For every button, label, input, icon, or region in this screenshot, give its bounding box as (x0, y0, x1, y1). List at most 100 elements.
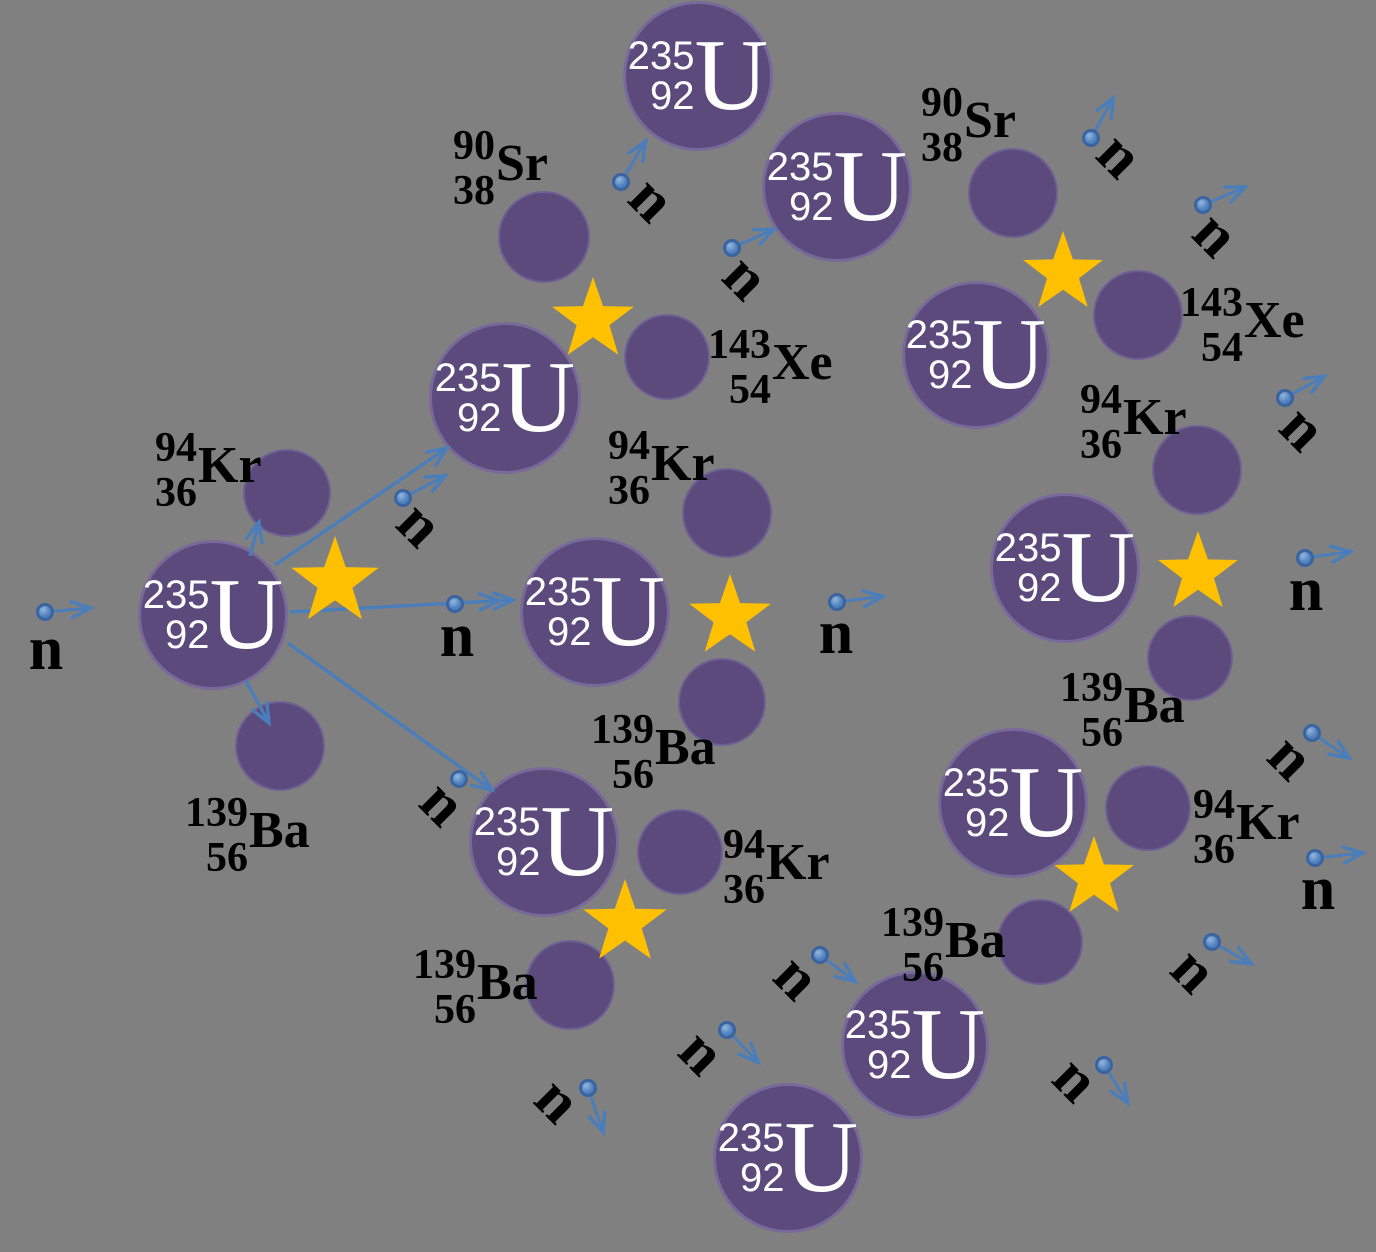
mass-number: 235 (766, 145, 834, 189)
element-symbol: U (540, 785, 615, 899)
atomic-number: 92 (650, 74, 695, 118)
element-symbol: Kr (766, 834, 830, 891)
neutron-label: n (1288, 556, 1324, 624)
neutron-label: n (1300, 855, 1336, 923)
atomic-number: 36 (1193, 826, 1235, 873)
neutron-particle (723, 239, 741, 257)
mass-number: 94 (608, 423, 650, 469)
mass-number: 139 (881, 900, 944, 946)
neutron-particle (1194, 196, 1212, 214)
element-symbol: Kr (1236, 794, 1300, 851)
neutron-label: n (665, 1015, 739, 1089)
atomic-number: 92 (496, 840, 541, 884)
element-symbol: Ba (477, 954, 538, 1011)
element-symbol: U (209, 558, 284, 672)
neutron-particle (1296, 549, 1314, 567)
element-symbol: Kr (1123, 389, 1187, 446)
neutron-particle (1203, 933, 1221, 951)
atomic-number: 92 (928, 353, 973, 397)
mass-number: 139 (185, 790, 248, 836)
mass-number: 235 (717, 1116, 785, 1160)
neutron-particle (612, 173, 630, 191)
atomic-number: 56 (1081, 709, 1123, 756)
neutron-label: n (28, 615, 64, 683)
element-symbol: U (1061, 511, 1136, 625)
atomic-number: 92 (457, 396, 502, 440)
element-symbol: Kr (198, 437, 262, 494)
mass-number: 94 (1080, 377, 1122, 423)
neutron-label: n (406, 766, 480, 840)
element-symbol: U (972, 298, 1047, 412)
element-symbol: Ba (249, 802, 310, 859)
atomic-number: 38 (921, 124, 963, 171)
mass-number: 90 (921, 80, 963, 126)
neutron-particle (1095, 1056, 1113, 1074)
mass-number: 235 (627, 34, 695, 78)
atomic-number: 56 (902, 944, 944, 991)
element-symbol: Sr (496, 135, 548, 192)
neutron-particle (1276, 389, 1294, 407)
neutron-particle (718, 1021, 736, 1039)
element-symbol: Kr (651, 435, 715, 492)
element-symbol: U (591, 555, 666, 669)
neutron-particle (828, 593, 846, 611)
element-symbol: Xe (1244, 292, 1305, 349)
mass-number: 235 (905, 313, 973, 357)
sr-fragment-circle (498, 191, 590, 283)
mass-number: 94 (1193, 782, 1235, 828)
element-symbol: U (694, 19, 769, 133)
mass-number: 235 (524, 570, 592, 614)
sr-fragment-circle (968, 148, 1058, 238)
atomic-number: 56 (206, 834, 248, 881)
mass-number: 235 (434, 356, 502, 400)
element-symbol: U (833, 130, 908, 244)
atomic-number: 92 (740, 1156, 785, 1200)
neutron-particle (36, 603, 54, 621)
element-symbol: Ba (1124, 677, 1185, 734)
atomic-number: 56 (434, 986, 476, 1033)
mass-number: 139 (1060, 665, 1123, 711)
mass-number: 94 (723, 822, 765, 868)
element-symbol: Sr (964, 92, 1016, 149)
neutron-label: n (760, 940, 834, 1014)
element-symbol: Ba (655, 719, 716, 776)
